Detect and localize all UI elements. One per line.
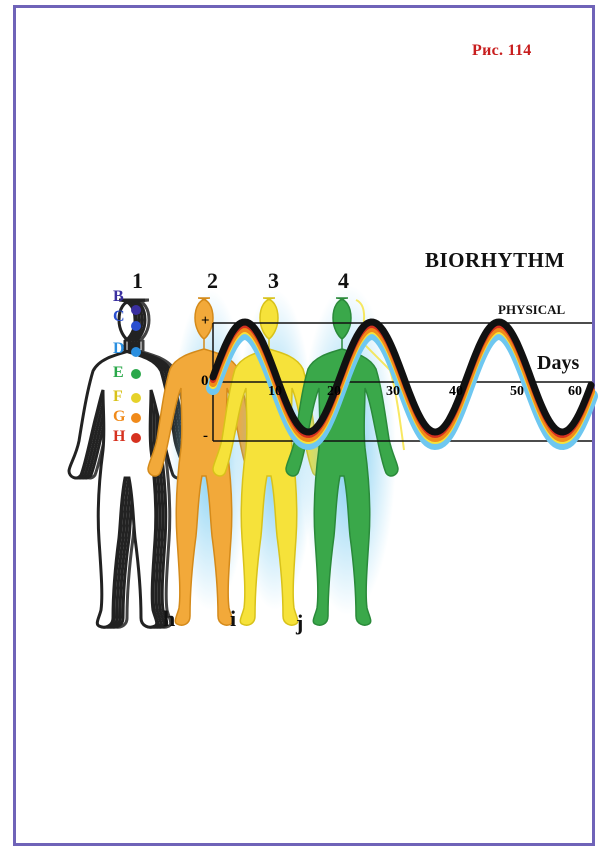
x-tick-50: 50	[510, 384, 524, 400]
y-tick-zero: 0	[201, 373, 209, 390]
chakra-letter-f: F	[113, 388, 123, 406]
figure-number-1: 1	[132, 268, 143, 294]
chart-title: BIORHYTHM	[425, 248, 565, 273]
x-tick-20: 20	[327, 384, 341, 400]
chakra-letter-g: G	[113, 408, 125, 426]
chakra-letter-c: C	[113, 308, 125, 326]
label-i: i	[230, 606, 236, 632]
x-tick-30: 30	[386, 384, 400, 400]
figure-number-2: 2	[207, 268, 218, 294]
x-tick-40: 40	[449, 384, 463, 400]
chakra-letter-e: E	[113, 364, 124, 382]
y-tick-plus: +	[201, 313, 210, 330]
chakra-letter-h: H	[113, 428, 125, 446]
chart-subtitle: PHYSICAL	[498, 302, 565, 318]
label-h: h	[163, 606, 175, 632]
x-tick-60: 60	[568, 384, 582, 400]
axis-label-days: Days	[537, 352, 579, 375]
figure-number-4: 4	[338, 268, 349, 294]
x-tick-10: 10	[268, 384, 282, 400]
figure-number-3: 3	[268, 268, 279, 294]
label-j: j	[296, 610, 303, 636]
y-tick-minus: -	[203, 428, 208, 445]
chakra-letter-b: B	[113, 288, 124, 306]
chakra-letter-d: D	[113, 340, 125, 358]
